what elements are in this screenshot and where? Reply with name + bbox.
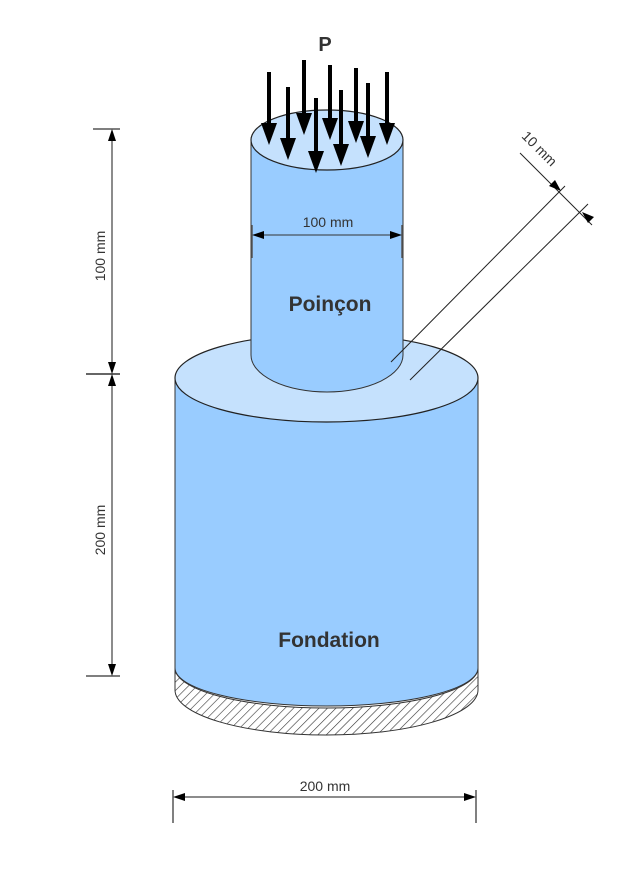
punch-diameter-label: 100 mm (303, 214, 354, 230)
load-arrows (261, 60, 395, 173)
load-label: P (318, 34, 331, 56)
foundation-diameter-dimension: 200 mm (172, 778, 477, 823)
foundation-diameter-label: 200 mm (300, 778, 351, 794)
load-arrow (360, 83, 376, 158)
foundation-label: Fondation (278, 629, 379, 652)
load-arrow (296, 60, 312, 135)
gap-dimension: 10 mm (390, 128, 594, 381)
gap-label: 10 mm (519, 128, 561, 170)
load-arrow (261, 72, 277, 145)
foundation-height-label: 200 mm (92, 505, 108, 556)
punch-cylinder (250, 109, 404, 393)
foundation-base-hatch (174, 667, 479, 736)
punch-label: Poinçon (289, 293, 372, 316)
load-arrow (308, 98, 324, 173)
punch-height-dimension: 100 mm (86, 128, 120, 375)
load-arrow (348, 68, 364, 143)
punch-diameter-dimension: 100 mm (251, 214, 403, 258)
punch-height-label: 100 mm (92, 231, 108, 282)
load-arrow (280, 87, 296, 160)
foundation-height-dimension: 200 mm (86, 374, 120, 677)
load-arrow (333, 90, 349, 166)
load-arrow (379, 72, 395, 145)
load-arrow (322, 65, 338, 140)
